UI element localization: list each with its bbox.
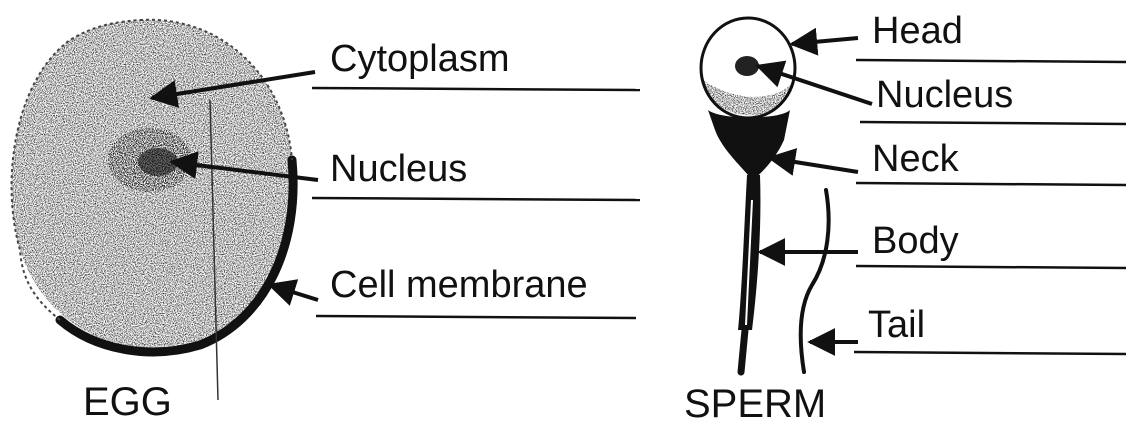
egg-nucleus-label: Nucleus xyxy=(330,150,467,188)
egg-caption: EGG xyxy=(83,382,172,422)
egg-figure xyxy=(12,20,294,400)
head-arrow xyxy=(792,38,858,44)
cell-membrane-underline xyxy=(316,316,636,318)
sperm-tail-right xyxy=(801,190,829,372)
tail-label: Tail xyxy=(868,306,925,344)
sperm-caption: SPERM xyxy=(684,384,826,424)
neck-arrow xyxy=(770,158,858,172)
body-label: Body xyxy=(872,222,959,260)
sperm-neck xyxy=(708,110,790,180)
sperm-nucleus-underline xyxy=(860,122,1126,124)
cytoplasm-underline xyxy=(312,88,640,90)
tail-underline xyxy=(854,352,1126,354)
body-underline xyxy=(856,266,1126,268)
cytoplasm-label: Cytoplasm xyxy=(330,40,510,78)
sperm-figure xyxy=(701,18,829,372)
head-label: Head xyxy=(872,12,963,50)
cell-membrane-arrow xyxy=(270,285,318,300)
neck-label: Neck xyxy=(872,140,959,178)
head-underline xyxy=(856,60,1126,62)
egg-nucleus-underline xyxy=(312,198,640,200)
sperm-nucleus-label: Nucleus xyxy=(876,76,1013,114)
sperm-tail-left xyxy=(741,330,745,372)
sperm-nucleus xyxy=(735,56,759,76)
cell-membrane-label: Cell membrane xyxy=(330,266,588,304)
neck-underline xyxy=(856,183,1126,185)
